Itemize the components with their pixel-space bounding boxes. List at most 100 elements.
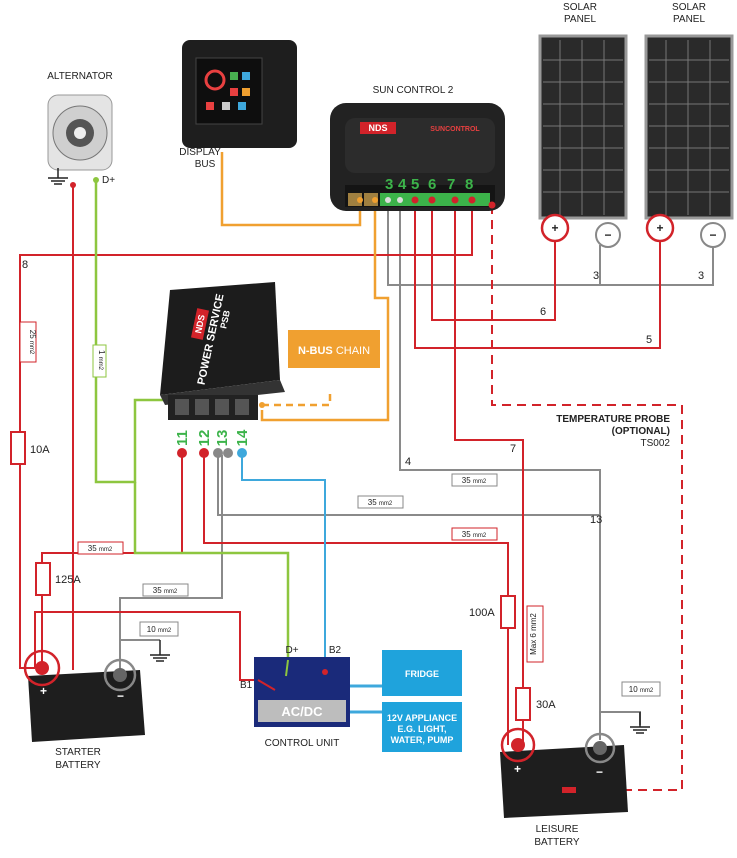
ps-terminal: 11 [174, 430, 191, 446]
svg-text:25 mm2: 25 mm2 [28, 330, 37, 355]
svg-text:35 mm2: 35 mm2 [462, 476, 487, 485]
nbus-chain-box: N-BUS CHAIN [288, 330, 380, 368]
svg-text:35 mm2: 35 mm2 [153, 586, 178, 595]
svg-text:+: + [656, 221, 663, 235]
ground-icon [630, 712, 650, 734]
svg-text:FRIDGE: FRIDGE [405, 669, 439, 679]
svg-text:30A: 30A [536, 699, 556, 711]
control-unit: AC/DC D+ B2 B1 CONTROL UNIT [240, 645, 350, 749]
cable-sections: 25 mm2 1 mm2 35 mm2 35 mm2 35 mm2 35 mm2… [19, 321, 661, 697]
svg-text:10 mm2: 10 mm2 [147, 625, 172, 634]
red-wires [19, 200, 661, 745]
fuse-10a [10, 431, 26, 465]
solar1-plus-terminal [540, 213, 570, 243]
svg-text:−: − [604, 228, 611, 242]
svg-text:−: − [596, 765, 603, 779]
display-label-1: DISPLAY [179, 147, 221, 158]
starter-minus-terminal [103, 658, 137, 692]
fridge-box: FRIDGE [382, 650, 462, 696]
svg-text:−: − [709, 228, 716, 242]
wire-numbers: 8 3 3 6 5 4 7 13 [22, 259, 704, 526]
wire-7: 7 [510, 443, 516, 455]
svg-text:+: + [40, 684, 47, 698]
fuse-125a [35, 562, 51, 596]
orange-wires [220, 152, 390, 422]
solar-panel-2: SOLAR PANEL + − [644, 2, 734, 248]
svg-text:BATTERY: BATTERY [55, 760, 101, 771]
cu-b1: B1 [240, 680, 253, 691]
svg-text:+: + [551, 221, 558, 235]
alternator-label: ALTERNATOR [47, 71, 113, 82]
sun-terminal: 7 [447, 176, 455, 193]
sun-terminal-dots [357, 196, 496, 209]
sun-terminal: 4 [398, 176, 407, 193]
sun-terminal: 5 [411, 176, 419, 193]
ps-terminal: 12 [196, 430, 213, 447]
svg-text:Max 6 mm2: Max 6 mm2 [529, 613, 538, 655]
svg-text:35 mm2: 35 mm2 [462, 530, 487, 539]
svg-text:STARTER: STARTER [55, 747, 101, 758]
solar2-plus-terminal [645, 213, 675, 243]
wire-3b: 3 [698, 270, 704, 282]
sun-terminal-labels: 3 4 5 6 7 8 [385, 176, 473, 193]
nbus-bold: N-BUS [298, 345, 333, 357]
leisure-plus-terminal [500, 727, 536, 763]
svg-text:−: − [117, 689, 124, 703]
acdc-label: AC/DC [281, 704, 323, 719]
wire-3a: 3 [593, 270, 599, 282]
sun-terminal: 6 [428, 176, 436, 193]
cu-b2: B2 [329, 645, 342, 656]
solar-label-2b: PANEL [673, 14, 705, 25]
svg-text:LEISURE: LEISURE [536, 824, 579, 835]
svg-text:TS002: TS002 [641, 438, 671, 449]
svg-text:+: + [514, 762, 521, 776]
ps-terminal: 14 [234, 429, 251, 446]
svg-text:125A: 125A [55, 574, 81, 586]
wire-4: 4 [405, 456, 411, 468]
solar-label-2a: SOLAR [672, 2, 706, 13]
svg-text:(OPTIONAL): (OPTIONAL) [612, 426, 670, 437]
wire-6: 6 [540, 306, 546, 318]
fuse-30a [515, 687, 531, 721]
blue-wire [241, 455, 326, 672]
svg-text:10A: 10A [30, 444, 50, 456]
sun-terminal: 8 [465, 176, 473, 193]
svg-text:10 mm2: 10 mm2 [629, 685, 654, 694]
svg-text:E.G. LIGHT,: E.G. LIGHT, [397, 724, 446, 734]
sun-control-label: SUN CONTROL 2 [373, 85, 454, 96]
solar-label-1b: PANEL [564, 14, 596, 25]
ps-terminal-labels: 11 12 13 14 [174, 429, 251, 446]
sun-control-unit: SUN CONTROL 2 NDS SUNCONTROL [330, 85, 505, 211]
starter-plus-terminal [23, 649, 61, 687]
svg-text:TEMPERATURE PROBE: TEMPERATURE PROBE [556, 414, 670, 425]
ps-terminal-dots [177, 448, 247, 458]
sun-brand: SUNCONTROL [430, 126, 480, 133]
svg-text:12V APPLIANCE: 12V APPLIANCE [387, 713, 457, 723]
solar1-minus-terminal [595, 222, 621, 248]
green-wires [94, 180, 290, 660]
sun-terminal: 3 [385, 176, 393, 193]
temp-probe-wire [491, 205, 683, 791]
power-service-unit: NDS POWER SERVICE PSB [160, 282, 285, 420]
alternator: ALTERNATOR D+ [47, 71, 115, 188]
alternator-dplus: D+ [102, 175, 115, 186]
solar2-minus-terminal [700, 222, 726, 248]
leisure-battery: + − LEISURE BATTERY [500, 727, 628, 848]
ps-brand-2: PSB [218, 309, 232, 330]
svg-text:BATTERY: BATTERY [534, 837, 580, 848]
ps-logo: NDS [193, 314, 207, 335]
svg-text:35 mm2: 35 mm2 [88, 544, 113, 553]
svg-text:WATER, PUMP: WATER, PUMP [391, 735, 454, 745]
ground-icon [48, 168, 68, 185]
display-panel: DISPLAY BUS [179, 40, 297, 170]
cu-dplus: D+ [285, 645, 298, 656]
wire-8: 8 [22, 259, 28, 271]
svg-text:N-BUS CHAIN: N-BUS CHAIN [298, 345, 370, 357]
solar-label-1a: SOLAR [563, 2, 597, 13]
solar-panel-1: SOLAR PANEL + − [538, 2, 628, 248]
starter-battery: + − STARTER BATTERY [23, 649, 145, 771]
wire-13: 13 [590, 514, 602, 526]
sun-logo: NDS [368, 123, 387, 133]
wire-5: 5 [646, 334, 652, 346]
